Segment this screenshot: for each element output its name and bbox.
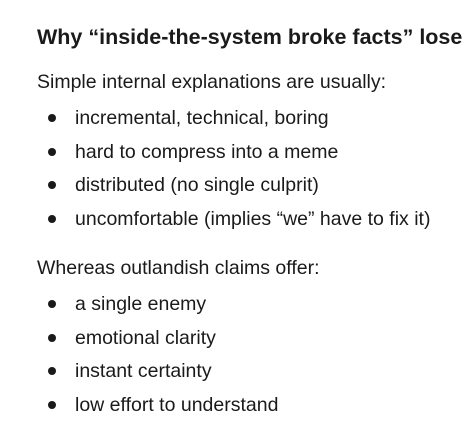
bullet-dot-icon <box>48 147 56 156</box>
section-heading: Why “inside-the-system broke facts” lose <box>37 25 463 49</box>
intro-paragraph-internal: Simple internal explanations are usually… <box>37 71 387 93</box>
bullet-dot-icon <box>48 300 56 308</box>
bullet-dot-icon <box>48 114 56 122</box>
list-item-text: incremental, technical, boring <box>75 107 329 129</box>
intro-paragraph-outlandish: Whereas outlandish claims offer: <box>37 257 320 279</box>
list-item-text: distributed (no single culprit) <box>75 174 319 196</box>
list-item-text: low effort to understand <box>75 393 279 416</box>
list-item-text: uncomfortable (implies “we” have to fix … <box>75 207 431 230</box>
bullet-dot-icon <box>48 214 56 223</box>
list-item-text: a single enemy <box>75 293 207 315</box>
bullet-dot-icon <box>48 367 56 375</box>
list-item-text: hard to compress into a meme <box>75 140 339 163</box>
list-item-text: instant certainty <box>75 360 212 382</box>
bullet-dot-icon <box>48 333 56 342</box>
list-item-text: emotional clarity <box>75 326 216 349</box>
bullet-dot-icon <box>48 181 56 189</box>
bullet-dot-icon <box>48 400 56 409</box>
